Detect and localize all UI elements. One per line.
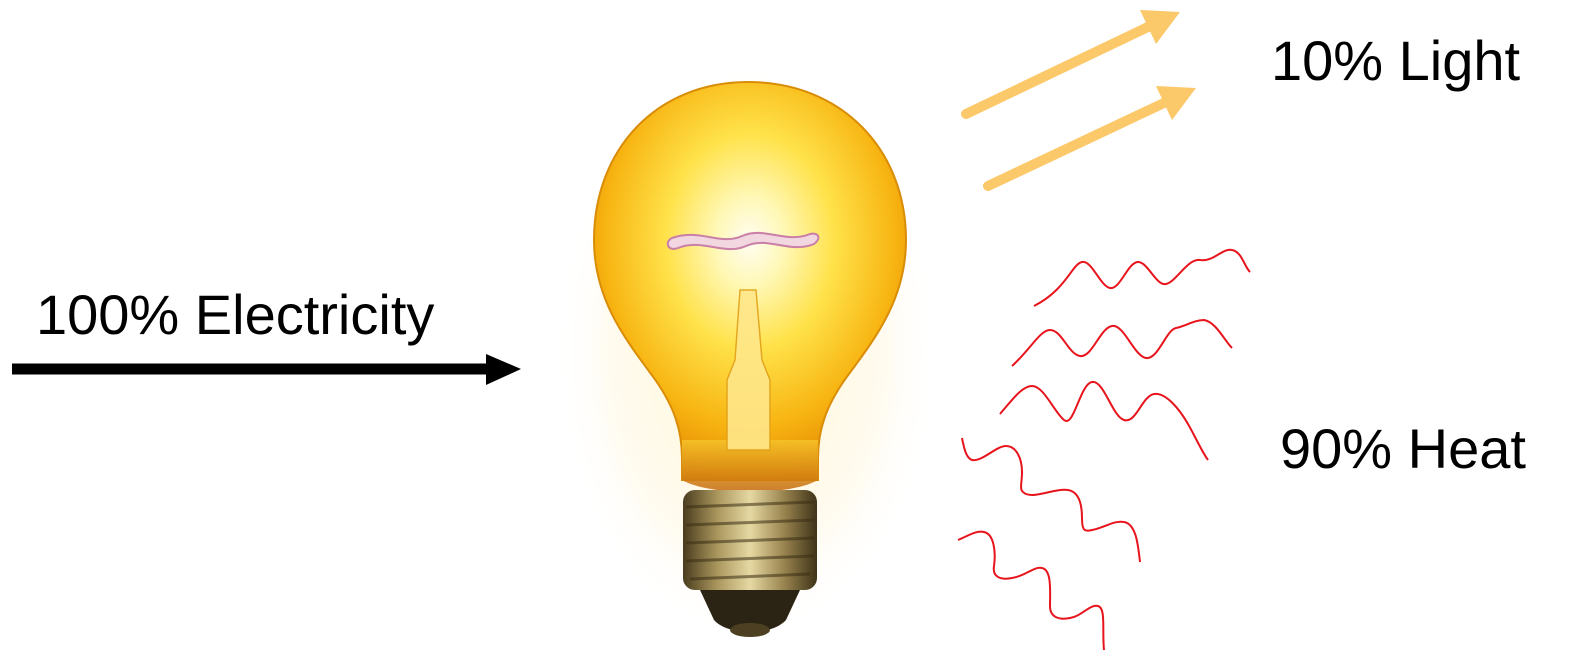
electricity-input-label: 100% Electricity — [36, 287, 434, 343]
heat-wave-5 — [958, 532, 1104, 650]
heat-wave-2 — [1012, 320, 1232, 366]
light-arrow-upper — [966, 10, 1180, 114]
light-output-label: 10% Light — [1271, 33, 1520, 89]
heat-wave-1 — [1034, 250, 1250, 306]
heat-wave-4 — [962, 438, 1140, 562]
light-arrow-lower — [988, 86, 1196, 186]
input-arrow — [12, 354, 521, 385]
heat-output-label: 90% Heat — [1280, 421, 1526, 477]
light-bulb-icon — [555, 62, 940, 642]
heat-wave-3 — [1000, 382, 1208, 460]
